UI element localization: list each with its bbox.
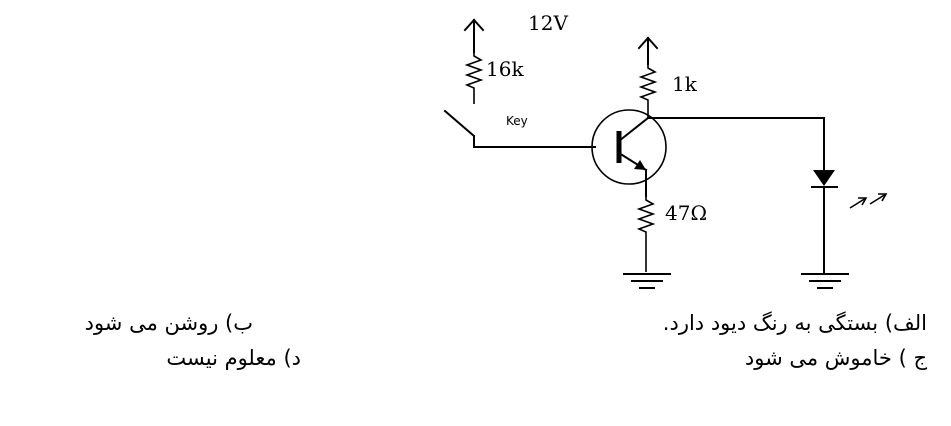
collector-resistor-label: 1k: [672, 72, 698, 96]
option-d[interactable]: د) معلوم نیست: [166, 346, 301, 370]
collector-led-wire: [647, 117, 825, 171]
ground-icon: [623, 273, 671, 289]
collector-resistor: [638, 64, 658, 118]
base-supply-arrow-icon: [463, 18, 485, 53]
base-resistor-label: 16k: [486, 57, 524, 81]
base-resistor: [464, 52, 484, 104]
emitter-resistor-label: 47Ω: [665, 201, 707, 225]
option-b[interactable]: ب) روشن می شود: [84, 311, 253, 335]
npn-transistor: [591, 109, 667, 185]
led-icon: [811, 170, 888, 273]
emitter-resistor: [636, 196, 656, 272]
ground-icon: [801, 273, 849, 289]
supply-voltage-label: 12V: [528, 11, 568, 35]
option-a[interactable]: الف) بستگی به رنگ دیود دارد.: [662, 311, 927, 335]
switch: [443, 109, 596, 148]
switch-label: Key: [506, 114, 528, 128]
option-c[interactable]: ج ) خاموش می شود: [744, 346, 927, 370]
collector-supply-arrow-icon: [637, 36, 659, 65]
